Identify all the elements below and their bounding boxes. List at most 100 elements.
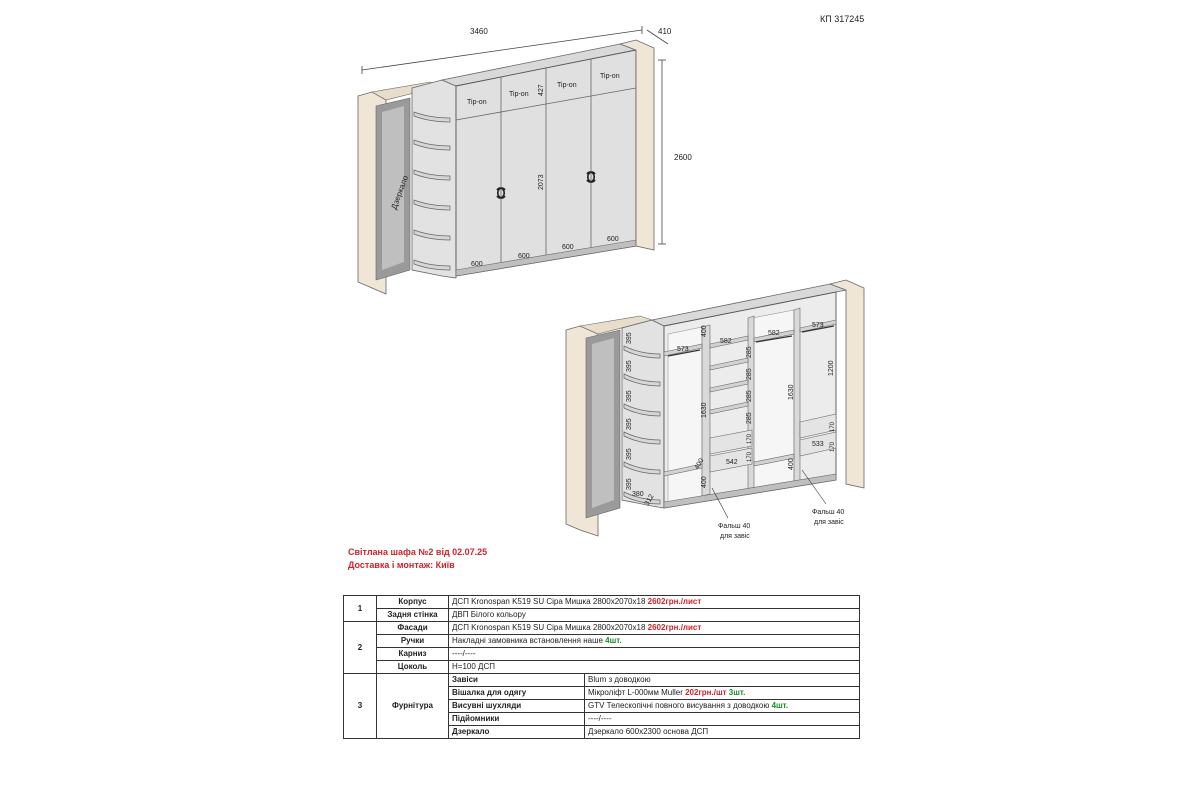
sect3-height-dim: 1630 bbox=[788, 384, 795, 400]
value-text: Накладні замовника встановлення наше bbox=[452, 636, 603, 645]
mid-gap-dim-4: 285 bbox=[746, 412, 753, 424]
sub-label: Дзеркало bbox=[448, 725, 585, 739]
corner-diag-dim: 312 bbox=[644, 493, 656, 507]
top-shelf-dim-4: 573 bbox=[812, 322, 824, 329]
spec-table: 1 Корпус ДСП Kronospan K519 SU Сіра Мишк… bbox=[343, 595, 860, 739]
mezzanine-height-dim: 427 bbox=[538, 84, 545, 96]
sub-value: Мікроліфт L-000мм Muller 202грн./шт 3шт. bbox=[584, 686, 860, 700]
door-width-4: 600 bbox=[607, 236, 619, 243]
sect1-height-dim: 1630 bbox=[701, 402, 708, 418]
row-value: ----/---- bbox=[448, 647, 860, 661]
open-wardrobe-view: 395 395 395 395 395 395 380 312 573 400 … bbox=[565, 279, 865, 540]
qty-text: 4шт. bbox=[605, 636, 622, 645]
note-1-line-1: Фальш 40 bbox=[718, 523, 750, 530]
section-number: 3 bbox=[343, 673, 377, 739]
mid-gap-dim-1: 285 bbox=[746, 346, 753, 358]
sub-label: Вішалка для одягу bbox=[448, 686, 585, 700]
price-text: 2602грн./лист bbox=[647, 623, 702, 632]
table-row: Висувні шухляди GTV Телескопічні повного… bbox=[344, 699, 860, 713]
table-row: 1 Корпус ДСП Kronospan K519 SU Сіра Мишк… bbox=[343, 595, 860, 622]
tipon-label-1: Tip-on bbox=[467, 99, 487, 106]
row-value: ДВП Білого кольору bbox=[448, 608, 860, 622]
tipon-label-2: Tip-on bbox=[509, 91, 529, 98]
door-width-2: 600 bbox=[518, 253, 530, 260]
height-dim: 2600 bbox=[674, 153, 692, 162]
top-shelf-dim-3: 582 bbox=[768, 330, 780, 337]
depth-dim: 410 bbox=[658, 27, 672, 36]
sub-label: Завіси bbox=[448, 673, 585, 687]
door-width-1: 600 bbox=[471, 261, 483, 268]
value-text: GTV Телескопічні повного висування з дов… bbox=[588, 701, 770, 710]
row-label: Корпус bbox=[376, 595, 449, 609]
section-number: 1 bbox=[343, 595, 377, 622]
drawer-height-dim-4: 170 bbox=[830, 441, 836, 452]
doc-code: КП 317245 bbox=[820, 14, 865, 24]
drawer-width-dim-2: 533 bbox=[812, 441, 824, 448]
sub-value: Blum з доводкою bbox=[584, 673, 860, 687]
right-side-panel-open bbox=[828, 279, 865, 489]
value-text: ДСП Kronospan K519 SU Сіра Мишка 2800х20… bbox=[452, 623, 646, 632]
corner-shelf-dim-5: 395 bbox=[626, 448, 633, 460]
row-label: Фурнітура bbox=[376, 673, 449, 739]
top-post-dim: 400 bbox=[701, 325, 708, 337]
table-row: Карниз ----/---- bbox=[344, 647, 860, 661]
sect1-bottom-dim-a: 400 bbox=[694, 457, 706, 471]
corner-shelf-dim-1: 395 bbox=[626, 332, 633, 344]
mid-gap-dim-3: 285 bbox=[746, 390, 753, 402]
row-value: H=100 ДСП bbox=[448, 660, 860, 674]
drawer-width-dim-1: 542 bbox=[726, 459, 738, 466]
door-handle-2 bbox=[586, 171, 596, 183]
note-2-line-2: для завіс bbox=[814, 518, 844, 526]
sub-label: Підйомники bbox=[448, 712, 585, 726]
closed-wardrobe-view: 3460 410 2600 Дзеркало bbox=[357, 26, 692, 295]
order-heading: Світлана шафа №2 від 02.07.25 Доставка і… bbox=[348, 546, 487, 572]
qty-text: 3шт. bbox=[728, 688, 746, 697]
drawer-height-dim-1: 170 bbox=[747, 433, 753, 444]
row-label: Карниз bbox=[376, 647, 449, 661]
price-text: 202грн./шт bbox=[685, 688, 727, 697]
sect3-bottom-dim: 400 bbox=[788, 458, 795, 470]
table-row: 2 Фасади ДСП Kronospan K519 SU Сіра Мишк… bbox=[343, 621, 860, 674]
row-value: ДСП Kronospan K519 SU Сіра Мишка 2800х20… bbox=[448, 595, 860, 609]
top-shelf-dim-1: 573 bbox=[677, 346, 689, 353]
row-value: ДСП Kronospan K519 SU Сіра Мишка 2800х20… bbox=[448, 621, 860, 635]
sub-value: Дзеркало 600х2300 основа ДСП bbox=[584, 725, 860, 739]
drawer-height-dim-2: 170 bbox=[747, 451, 753, 462]
row-label: Ручки bbox=[376, 634, 449, 648]
table-row: Дзеркало Дзеркало 600х2300 основа ДСП bbox=[344, 725, 860, 739]
corner-bottom-dim: 380 bbox=[632, 491, 644, 498]
door-width-3: 600 bbox=[562, 244, 574, 251]
table-row: Цоколь H=100 ДСП bbox=[344, 660, 860, 674]
corner-shelf-dim-2: 395 bbox=[626, 360, 633, 372]
top-shelf-dim-2: 582 bbox=[720, 338, 732, 345]
corner-shelf-dim-3: 395 bbox=[626, 390, 633, 402]
sect4-height-dim: 1200 bbox=[828, 360, 835, 376]
note-2-line-1: Фальш 40 bbox=[812, 509, 844, 516]
row-label: Задня стінка bbox=[376, 608, 449, 622]
value-text: Мікроліфт L-000мм Muller bbox=[588, 688, 683, 697]
door-height-dim: 2073 bbox=[538, 174, 545, 190]
value-text: ДСП Kronospan K519 SU Сіра Мишка 2800х20… bbox=[452, 597, 646, 606]
mid-gap-dim-2: 285 bbox=[746, 368, 753, 380]
table-row: Задня стінка ДВП Білого кольору bbox=[344, 608, 860, 622]
door-handle-1 bbox=[496, 187, 506, 199]
qty-text: 4шт. bbox=[771, 701, 789, 710]
row-label: Фасади bbox=[376, 621, 449, 635]
table-row: Ручки Накладні замовника встановлення на… bbox=[344, 634, 860, 648]
tipon-label-3: Tip-on bbox=[557, 82, 577, 89]
right-side-panel bbox=[618, 39, 655, 251]
sect1-bottom-dim-b: 400 bbox=[701, 476, 708, 488]
row-value: Накладні замовника встановлення наше 4шт… bbox=[448, 634, 860, 648]
delivery-line: Доставка і монтаж: Київ bbox=[348, 560, 455, 570]
sub-value: ----/---- bbox=[584, 712, 860, 726]
tipon-label-4: Tip-on bbox=[600, 73, 620, 80]
sub-label: Висувні шухляди bbox=[448, 699, 585, 713]
corner-shelf-dim-4: 395 bbox=[626, 418, 633, 430]
table-row: 3 Фурнітура Завіси Blum з доводкою bbox=[343, 673, 860, 739]
price-text: 2602грн./лист bbox=[647, 597, 702, 606]
corner-shelf-dim-6: 395 bbox=[626, 478, 633, 490]
overall-width-dim: 3460 bbox=[470, 27, 488, 36]
order-title: Світлана шафа №2 від 02.07.25 bbox=[348, 547, 488, 557]
row-label: Цоколь bbox=[376, 660, 449, 674]
